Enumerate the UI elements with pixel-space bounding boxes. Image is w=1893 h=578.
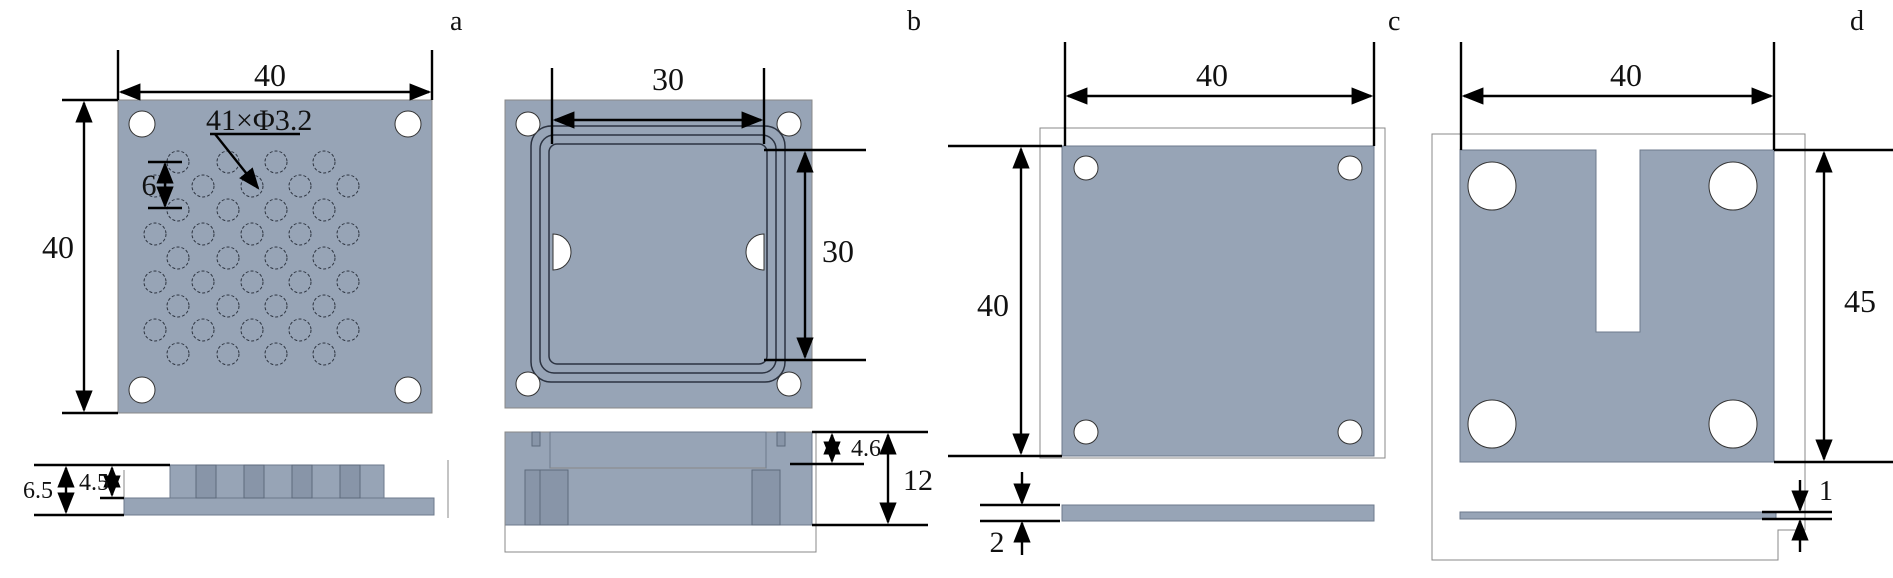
pin-hole [288, 222, 312, 246]
dim-b-thickness: 12 [903, 464, 933, 497]
pin-hole [240, 270, 264, 294]
corner-hole [776, 111, 802, 137]
pin-hole [216, 198, 240, 222]
dim-a-pitch: 6 [142, 169, 157, 202]
pin-hole [216, 246, 240, 270]
corner-hole [1337, 155, 1363, 181]
dim-a-width: 40 [254, 57, 286, 93]
corner-hole [776, 371, 802, 397]
panel-d-top-plate [1459, 149, 1775, 463]
panel-label-d: d [1850, 6, 1864, 37]
pin-hole [312, 198, 336, 222]
dim-a-pin-thickness: 4.5 [79, 470, 109, 496]
dim-b-height: 30 [822, 233, 854, 269]
pin-hole [166, 150, 190, 174]
pin-hole [336, 174, 360, 198]
pin-hole [143, 270, 167, 294]
dim-b-width: 30 [652, 61, 684, 97]
panel-label-a: a [450, 6, 463, 37]
corner-hole [515, 371, 541, 397]
dim-a-total-thickness: 6.5 [23, 478, 53, 504]
panel-a-side-base [123, 497, 435, 516]
pin-hole [191, 222, 215, 246]
corner-hole [515, 111, 541, 137]
pin-hole [143, 318, 167, 342]
dim-b-groove-depth: 4.6 [851, 436, 881, 462]
corner-hole [1467, 399, 1517, 449]
pin-hole [216, 342, 240, 366]
pin-hole [191, 174, 215, 198]
corner-hole [1073, 419, 1099, 445]
pin-hole [216, 294, 240, 318]
panel-c-side [1061, 504, 1375, 522]
pin-hole [166, 342, 190, 366]
corner-hole [1467, 161, 1517, 211]
dim-d-width: 40 [1610, 57, 1642, 93]
pin-hole [336, 270, 360, 294]
corner-hole [394, 110, 422, 138]
corner-hole [128, 376, 156, 404]
pin-hole [288, 174, 312, 198]
dim-c-width: 40 [1196, 57, 1228, 93]
pin-hole [264, 342, 288, 366]
pin-hole [336, 318, 360, 342]
pin-hole [336, 222, 360, 246]
pin-hole [166, 198, 190, 222]
panel-b: b 30 30 [504, 6, 933, 553]
corner-hole [1708, 161, 1758, 211]
pin-hole [166, 246, 190, 270]
panel-d-side [1459, 511, 1777, 520]
pin-hole [264, 198, 288, 222]
flow-port-left [552, 233, 572, 271]
pin-hole [143, 222, 167, 246]
pin-hole [240, 222, 264, 246]
pin-hole [288, 318, 312, 342]
corner-hole [1708, 399, 1758, 449]
dim-d-thickness: 1 [1819, 476, 1833, 507]
dim-a-holes: 41×Φ3.2 [206, 104, 312, 137]
corner-hole [128, 110, 156, 138]
pin-hole [166, 294, 190, 318]
pin-hole [264, 246, 288, 270]
pin-hole [288, 270, 312, 294]
panel-c: c 40 40 2 [948, 6, 1400, 559]
panel-label-c: c [1388, 6, 1400, 37]
dim-c-thickness: 2 [990, 526, 1005, 559]
pin-hole [264, 150, 288, 174]
pin-hole [312, 150, 336, 174]
pin-hole [191, 318, 215, 342]
dim-c-height: 40 [977, 287, 1009, 323]
dim-a-height: 40 [42, 229, 74, 265]
flow-port-right [745, 233, 765, 271]
pin-hole [312, 246, 336, 270]
dim-d-height: 45 [1844, 283, 1876, 319]
corner-hole [1337, 419, 1363, 445]
panel-label-b: b [907, 6, 921, 37]
panel-d: d 40 45 1 [1431, 6, 1893, 561]
corner-hole [394, 376, 422, 404]
pin-hole [264, 294, 288, 318]
corner-hole [1073, 155, 1099, 181]
panel-a: a 40 40 6 41×Φ3.2 [23, 6, 463, 518]
pin-hole [312, 294, 336, 318]
panel-a-top-plate [117, 99, 433, 414]
seal-groove-inner [548, 143, 768, 365]
pin-hole [191, 270, 215, 294]
panel-c-top-plate [1061, 145, 1375, 457]
seal-groove-middle [539, 134, 777, 374]
pin-hole [312, 342, 336, 366]
pin-hole [240, 318, 264, 342]
pin-hole-grid [143, 150, 360, 366]
